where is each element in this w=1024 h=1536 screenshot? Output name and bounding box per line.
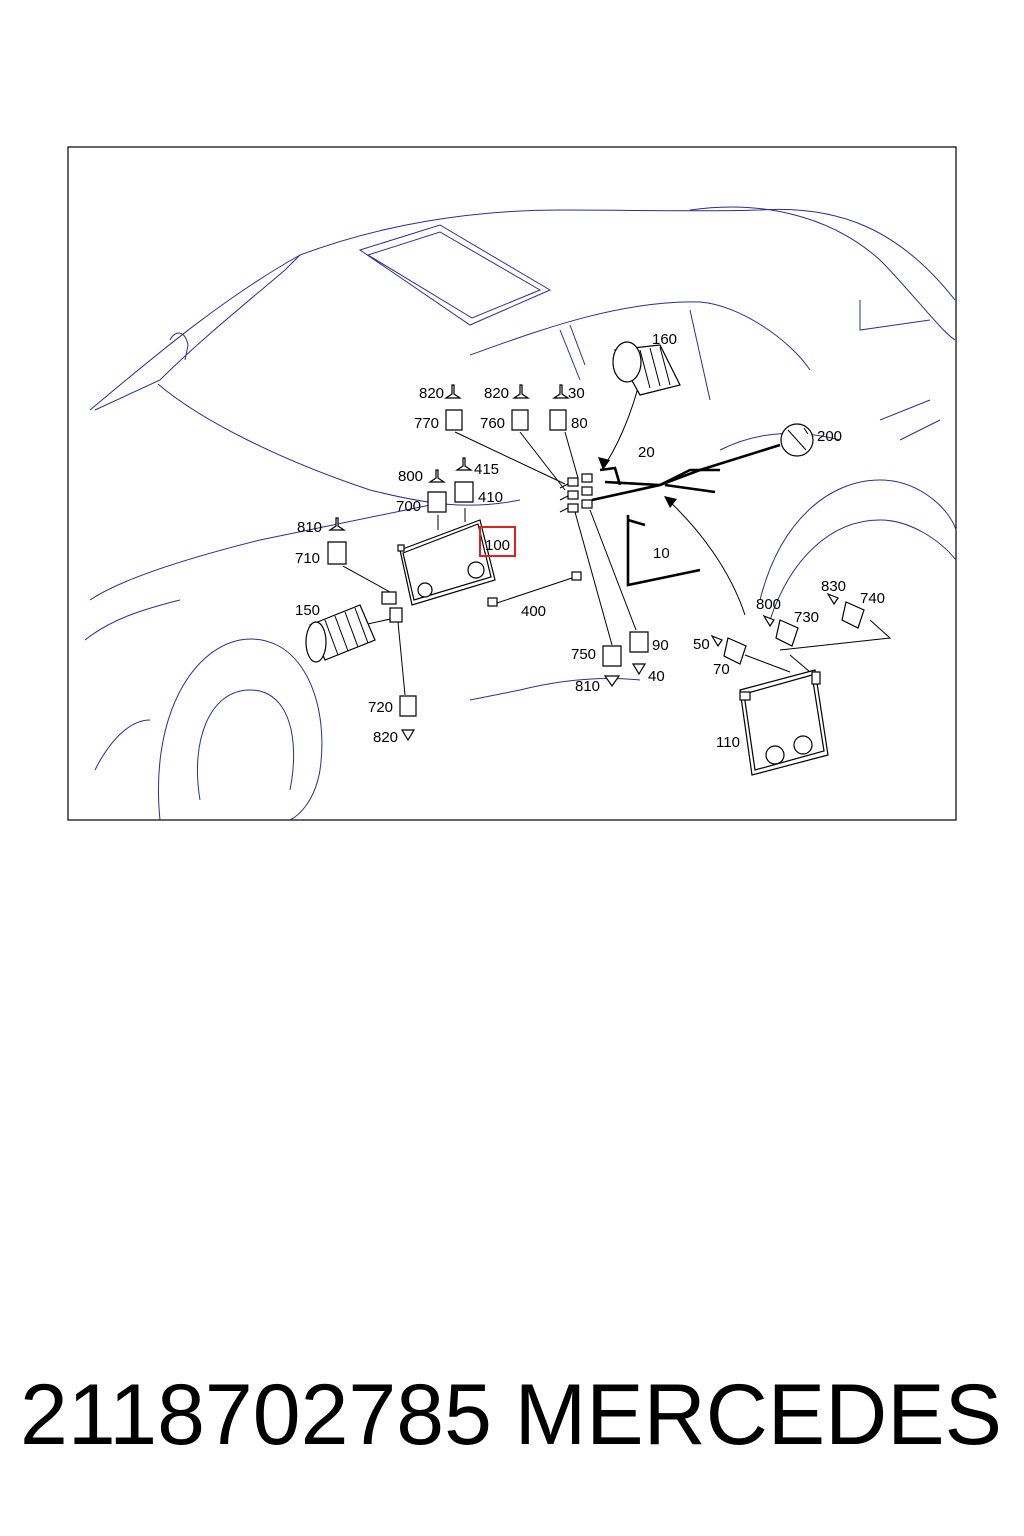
assembly-arrows — [598, 379, 746, 616]
harness-connectors — [559, 473, 593, 513]
callout-800-a: 800 — [398, 468, 423, 485]
callout-70: 70 — [713, 661, 730, 678]
wrench-icon — [780, 423, 814, 457]
connector-plugs-100 — [381, 591, 403, 623]
callout-110: 110 — [716, 734, 740, 751]
callout-810-a: 810 — [297, 519, 322, 536]
callout-100[interactable]: 100 — [485, 537, 510, 554]
callout-770: 770 — [414, 415, 439, 432]
cable-400[interactable] — [487, 571, 582, 607]
callout-90: 90 — [652, 637, 669, 654]
callout-labels: 820 770 820 760 30 80 160 200 20 800 415… — [295, 331, 885, 751]
callout-30: 30 — [568, 385, 585, 402]
highlight-box-100 — [479, 526, 516, 557]
callout-820-b: 820 — [484, 385, 509, 402]
callout-720: 720 — [368, 699, 393, 716]
callout-80: 80 — [571, 415, 588, 432]
callout-50: 50 — [693, 636, 710, 653]
bellows-160[interactable] — [612, 341, 681, 396]
callout-410: 410 — [478, 489, 503, 506]
callout-160: 160 — [652, 331, 677, 348]
callout-830: 830 — [821, 578, 846, 595]
callout-20: 20 — [638, 444, 655, 461]
part-number: 2118702785 — [20, 1367, 492, 1463]
brand-name: MERCEDES — [514, 1367, 1002, 1463]
parts-diagram: 820 770 820 760 30 80 160 200 20 800 415… — [67, 146, 957, 821]
callout-760: 760 — [480, 415, 505, 432]
callout-740: 740 — [860, 590, 885, 607]
connector-symbols — [327, 384, 865, 742]
callout-750: 750 — [571, 646, 596, 663]
callout-400: 400 — [521, 603, 546, 620]
bellows-150[interactable] — [305, 604, 376, 663]
diagram-border — [67, 146, 957, 821]
callout-10: 10 — [653, 545, 670, 562]
callout-800-b: 800 — [756, 596, 781, 613]
callout-710: 710 — [295, 550, 320, 567]
wiring-harness-20 — [591, 443, 781, 502]
callout-820-c: 820 — [373, 729, 398, 746]
footer: 2118702785 MERCEDES — [0, 1360, 1024, 1470]
callout-700: 700 — [396, 498, 421, 515]
car-outline — [84, 206, 957, 821]
control-unit-110[interactable] — [739, 669, 829, 776]
callout-150: 150 — [295, 602, 320, 619]
control-unit-100[interactable] — [397, 519, 496, 606]
callout-415: 415 — [474, 461, 499, 478]
callout-730: 730 — [794, 609, 819, 626]
callout-200: 200 — [817, 428, 842, 445]
callout-820-a: 820 — [419, 385, 444, 402]
wiring-harness-10 — [626, 515, 701, 587]
callout-810-b: 810 — [575, 678, 600, 695]
callout-40: 40 — [648, 668, 665, 685]
